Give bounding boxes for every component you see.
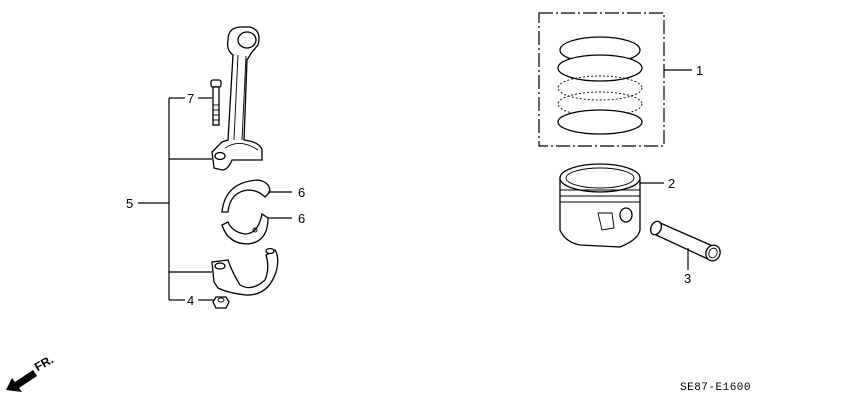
callout-7[interactable]: 7 — [187, 91, 195, 106]
callout-6-lower[interactable]: 6 — [298, 211, 306, 226]
piston-pin-drawing — [649, 220, 721, 262]
piston-drawing — [559, 163, 641, 248]
callout-2[interactable]: 2 — [668, 176, 676, 191]
assembly-bracket-5 — [138, 97, 214, 301]
rod-cap-drawing — [211, 247, 279, 296]
callout-4[interactable]: 4 — [187, 293, 195, 308]
nut-drawing — [212, 296, 230, 309]
bearing-upper-drawing — [221, 179, 271, 213]
diagram-reference-code: SE87-E1600 — [680, 382, 752, 394]
callout-3[interactable]: 3 — [684, 271, 692, 286]
bolt-drawing — [210, 79, 222, 126]
front-arrow-icon — [6, 370, 37, 392]
connecting-rod-drawing — [211, 26, 263, 171]
callout-5[interactable]: 5 — [126, 196, 134, 211]
callout-1[interactable]: 1 — [696, 63, 704, 78]
callout-6-upper[interactable]: 6 — [298, 185, 306, 200]
bearing-lower-drawing — [221, 212, 269, 245]
ring-set-drawing — [538, 12, 665, 147]
